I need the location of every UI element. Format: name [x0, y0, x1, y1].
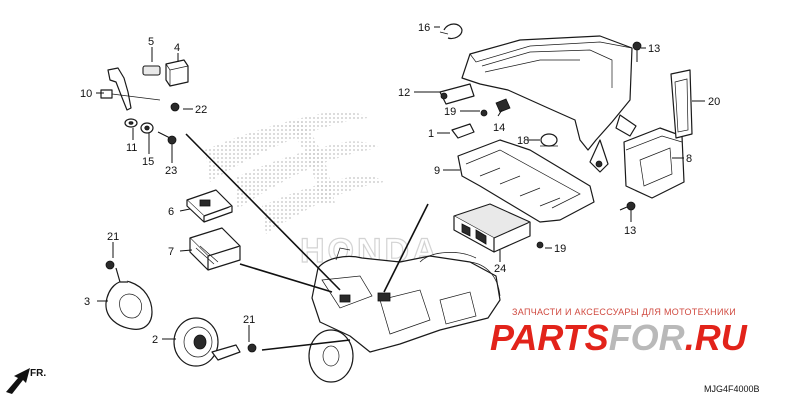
callout-15: 15 [142, 156, 154, 168]
bolt-19-top [480, 109, 488, 117]
callout-16: 16 [418, 22, 430, 34]
callout-19-top: 19 [444, 106, 456, 118]
callout-13-top: 13 [648, 43, 660, 55]
part-1 [451, 123, 475, 139]
tray-9 [457, 139, 595, 223]
motorcycle-silhouette [308, 247, 501, 383]
watermark-brand: PARTSFOR.RU [490, 317, 748, 358]
strap-20 [670, 69, 693, 139]
control-module-6 [186, 189, 233, 223]
callout-19-bottom: 19 [554, 243, 566, 255]
callout-numbers: 5 4 10 22 11 15 23 6 7 21 3 2 21 16 12 1… [80, 22, 720, 346]
horn-3 [105, 260, 153, 330]
callout-21-left: 21 [107, 231, 119, 243]
callout-4: 4 [174, 42, 180, 54]
clip-16 [439, 23, 463, 40]
horn-2 [173, 317, 257, 367]
callout-12: 12 [398, 87, 410, 99]
callout-7: 7 [168, 246, 174, 258]
callout-9: 9 [434, 165, 440, 177]
leader-lines [185, 133, 429, 351]
clamp-18 [540, 133, 558, 147]
cover-8 [623, 127, 685, 199]
callout-leaders [96, 26, 705, 342]
callout-5: 5 [148, 36, 154, 48]
callout-6: 6 [168, 206, 174, 218]
callout-22: 22 [195, 104, 207, 116]
ecu-24 [453, 203, 531, 253]
callout-8: 8 [686, 153, 692, 165]
battery-location-marker [377, 292, 391, 302]
watermark-tagline: ЗАПЧАСТИ И АКСЕССУАРЫ ДЛЯ МОТОТЕХНИКИ [512, 307, 736, 317]
bolt-13-top [632, 41, 642, 62]
battery-box-12 [439, 35, 637, 173]
callout-18: 18 [517, 135, 529, 147]
callout-14: 14 [493, 122, 505, 134]
callout-2: 2 [152, 334, 158, 346]
callout-24: 24 [494, 263, 506, 275]
watermark-brand-parts: PARTS [490, 317, 609, 358]
watermark-brand-ru: .RU [685, 317, 748, 358]
callout-1: 1 [428, 128, 434, 140]
partsfor-watermark: ЗАПЧАСТИ И АКСЕССУАРЫ ДЛЯ МОТОТЕХНИКИ PA… [490, 307, 748, 358]
callout-10: 10 [80, 88, 92, 100]
front-direction-indicator: FR. [6, 368, 46, 394]
bolt-13-bottom [619, 201, 636, 211]
callout-3: 3 [84, 296, 90, 308]
callout-21-right: 21 [243, 314, 255, 326]
callout-23: 23 [165, 165, 177, 177]
watermark-brand-for: FOR [609, 317, 685, 358]
part-14 [495, 98, 511, 113]
callout-11: 11 [126, 142, 137, 154]
control-module-7 [189, 227, 241, 271]
relay-assembly [100, 59, 189, 145]
callout-20: 20 [708, 96, 720, 108]
horn-location-marker [339, 294, 351, 303]
direction-label: FR. [30, 368, 46, 379]
drawing-code: MJG4F4000B [704, 384, 760, 394]
callout-13-bottom: 13 [624, 225, 636, 237]
bolt-19-bottom [536, 241, 544, 249]
